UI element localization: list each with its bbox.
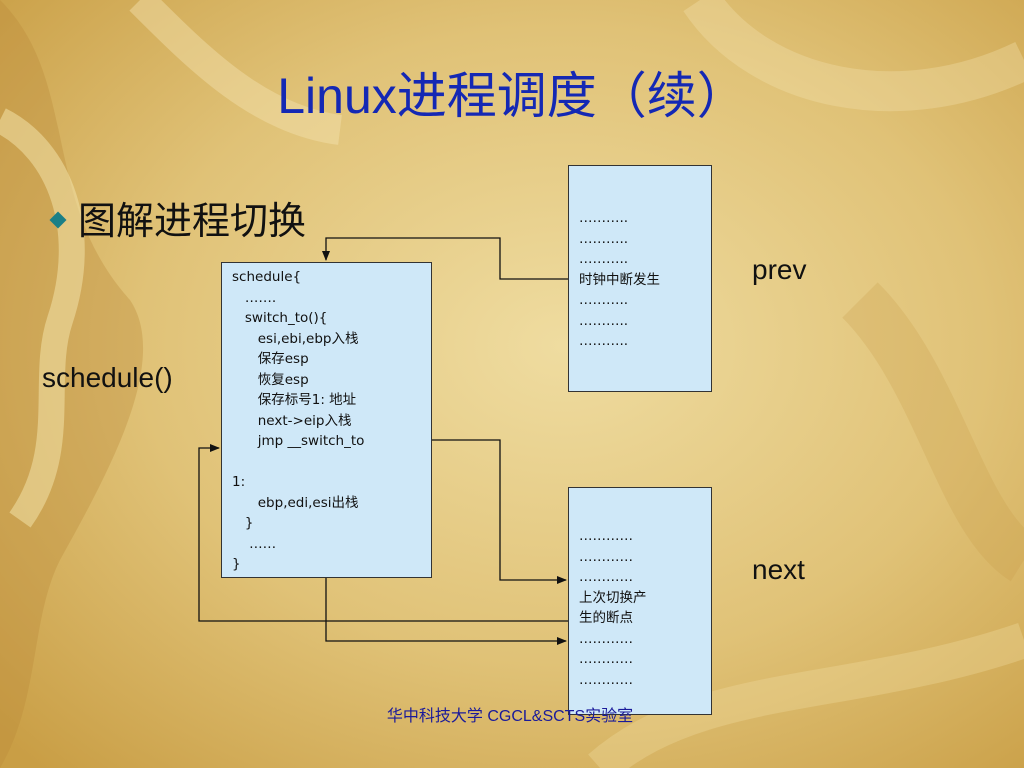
next-line: ………… (579, 651, 633, 667)
code-line: 保存esp (232, 351, 309, 367)
code-line: next->eip入栈 (232, 412, 352, 429)
footer-text: 华中科技大学 CGCL&SCTS实验室 (386, 708, 634, 725)
bullet-item: 图解进程切换 (49, 190, 307, 245)
next-line: ………… (579, 528, 633, 544)
prev-line: 时钟中断发生 (579, 271, 660, 288)
prev-line: ……….. (579, 251, 629, 267)
schedule-label: schedule() (42, 362, 173, 393)
bullet-text: 图解进程切换 (78, 199, 307, 243)
prev-stack-box: ……….. ……….. ……….. 时钟中断发生 ……….. ……….. ………… (568, 165, 712, 392)
code-line: schedule{ (232, 269, 302, 285)
arrow-jmp-to-next (432, 439, 567, 584)
next-line: ………… (579, 671, 633, 688)
code-line: } (232, 515, 254, 531)
code-line: ebp,edi,esi出栈 (232, 494, 359, 511)
prev-label: prev (752, 254, 807, 285)
code-line: switch_to(){ (232, 310, 328, 326)
prev-line: ……….. (579, 210, 629, 226)
next-line: 生的断点 (579, 610, 633, 626)
arrow-schedule-to-next (325, 578, 567, 645)
arrow-prev-to-schedule (322, 237, 568, 280)
next-line: ………… (579, 548, 633, 565)
code-line: ……. (232, 289, 277, 306)
schedule-code-box: schedule{ ……. switch_to(){ esi,ebi,ebp入栈… (221, 262, 432, 578)
code-line: } (232, 556, 241, 572)
code-line: jmp __switch_to (232, 433, 365, 449)
prev-line: ……….. (579, 292, 629, 308)
prev-line: ……….. (579, 312, 629, 329)
next-label: next (752, 554, 805, 585)
code-line: 恢复esp (232, 371, 309, 388)
next-line: ………… (579, 569, 633, 585)
code-line: 1: (232, 474, 246, 490)
prev-line: ……….. (579, 333, 629, 349)
code-line: …… (232, 535, 277, 552)
code-line: 保存标号1: 地址 (232, 392, 357, 408)
prev-line: ……….. (579, 230, 629, 247)
code-line: esi,ebi,ebp入栈 (232, 330, 359, 347)
next-line: ………… (579, 630, 633, 647)
next-line: 上次切换产 (579, 589, 647, 606)
slide-title: Linux进程调度（续） (277, 68, 747, 124)
arrow-next-to-label1 (198, 444, 568, 622)
next-stack-box: ………… ………… ………… 上次切换产 生的断点 ………… ………… ………… (568, 487, 712, 715)
